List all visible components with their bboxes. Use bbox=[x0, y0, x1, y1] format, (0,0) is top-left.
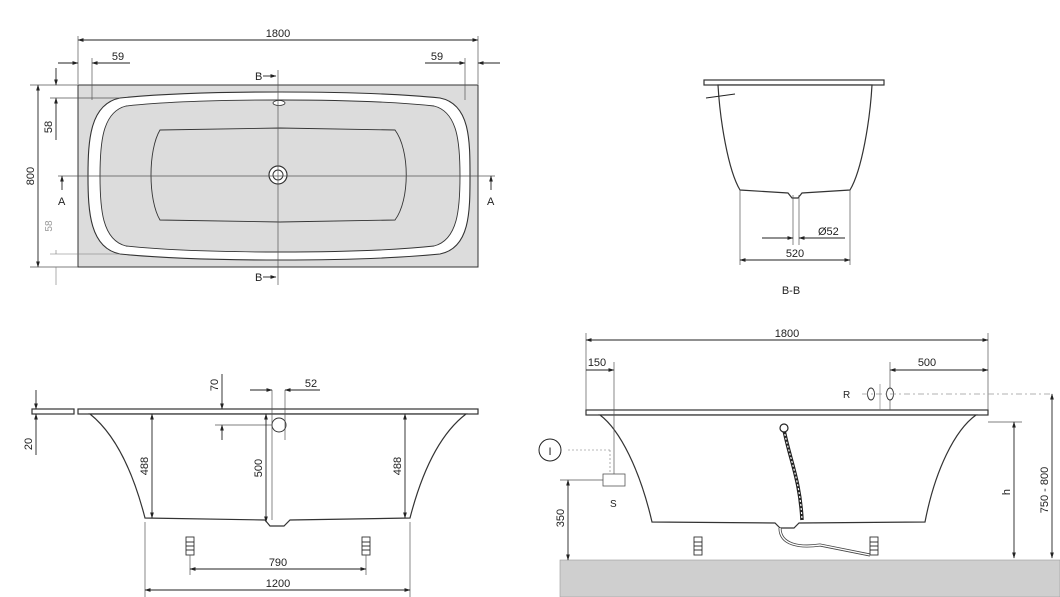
dim-h: h bbox=[1001, 489, 1013, 495]
dim-drain-diameter: Ø52 bbox=[818, 226, 839, 238]
section-bb-view: Ø52 520 B-B bbox=[703, 79, 885, 297]
supply-box bbox=[602, 473, 626, 487]
dim-20: 20 bbox=[23, 438, 35, 450]
dim-59-right: 59 bbox=[431, 51, 443, 63]
dim-488-left: 488 bbox=[139, 457, 151, 475]
callout-circle-icon bbox=[538, 438, 562, 462]
dim-800: 800 bbox=[25, 167, 37, 185]
overflow-icon-side bbox=[271, 417, 287, 433]
siphon-pipe bbox=[778, 527, 871, 557]
dim-70: 70 bbox=[209, 379, 221, 391]
side-view-left: 20 70 52 488 500 488 bbox=[23, 374, 479, 597]
dim-150: 150 bbox=[588, 357, 606, 369]
dim-520: 520 bbox=[786, 248, 804, 260]
dim-1200: 1200 bbox=[266, 578, 290, 590]
floor bbox=[559, 559, 1060, 597]
dim-488-right: 488 bbox=[392, 457, 404, 475]
dim-500-side: 500 bbox=[918, 357, 936, 369]
side-left-profile bbox=[88, 413, 468, 527]
dim-1800-top: 1800 bbox=[266, 28, 290, 40]
side-view-right: 1800 150 500 R S I 350 h 750 - 800 bbox=[538, 328, 1060, 597]
foot-left-icon bbox=[185, 536, 195, 556]
section-marker-a-left: A bbox=[58, 196, 66, 208]
dim-1800-side: 1800 bbox=[775, 328, 799, 340]
section-bb-profile bbox=[717, 84, 873, 199]
valve-label: R bbox=[843, 390, 850, 401]
section-marker-a-right: A bbox=[487, 196, 495, 208]
dim-750-800: 750 - 800 bbox=[1039, 467, 1051, 513]
section-marker-b-bottom: B bbox=[255, 272, 262, 284]
dim-59-left: 59 bbox=[112, 51, 124, 63]
dim-790: 790 bbox=[269, 557, 287, 569]
supply-label: S bbox=[610, 499, 617, 510]
section-marker-b-top: B bbox=[255, 71, 262, 83]
foot-right-1-icon bbox=[693, 536, 703, 556]
side-right-profile bbox=[598, 414, 978, 529]
overflow-icon bbox=[272, 100, 286, 106]
dim-350: 350 bbox=[555, 509, 567, 527]
dim-500: 500 bbox=[253, 459, 265, 477]
dim-58-top: 58 bbox=[43, 121, 55, 133]
dim-52: 52 bbox=[305, 378, 317, 390]
top-view: 1800 59 59 800 58 58 B B A A bbox=[25, 28, 500, 285]
foot-right-2-icon bbox=[869, 536, 879, 556]
section-caption-bb: B-B bbox=[782, 285, 800, 297]
dim-58-bottom: 58 bbox=[44, 220, 55, 232]
callout-label: I bbox=[548, 446, 551, 458]
foot-right-icon bbox=[361, 536, 371, 556]
